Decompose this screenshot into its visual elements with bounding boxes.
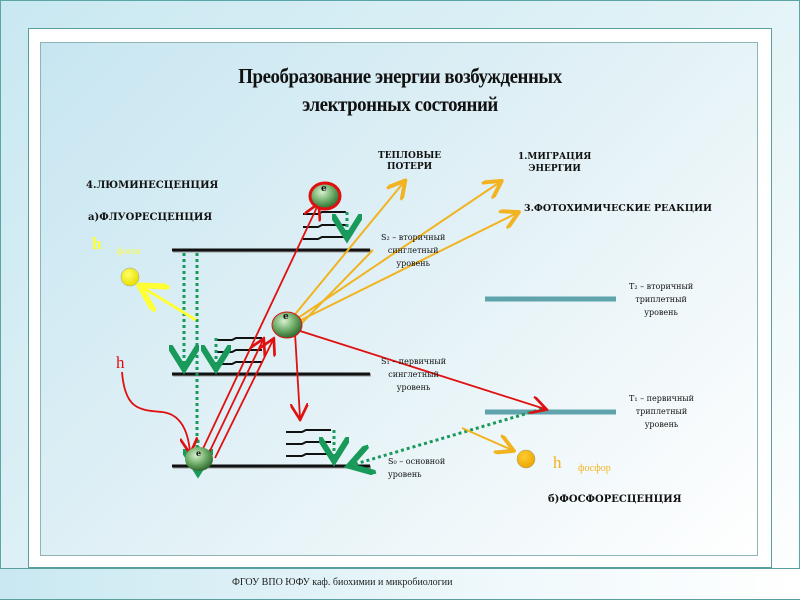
- level-s1-label: S₁ – первичный синглетный уровень: [381, 355, 446, 394]
- level-s2-label: S₂ – вторичный синглетный уровень: [381, 231, 445, 270]
- level-s2: [172, 248, 371, 253]
- absorption-h-label: h: [116, 353, 125, 372]
- heat-loss-label: ТЕПЛОВЫЕ ПОТЕРИ: [378, 151, 441, 173]
- level-s1: [172, 372, 371, 377]
- level-s2-line-3: уровень: [396, 259, 430, 268]
- level-s0-line-2: уровень: [388, 470, 422, 479]
- level-t1-line-2: триплетный: [635, 407, 688, 416]
- level-t2-line-3: уровень: [644, 308, 678, 317]
- level-t1-line-1: T₁ – первичный: [629, 394, 694, 403]
- fluorescence-photon-arrow: [142, 287, 197, 322]
- phosphorescence-photon-label: фосфор: [578, 463, 611, 474]
- level-t1-label: T₁ – первичный триплетный уровень: [629, 392, 694, 431]
- vibrational-sublevels-s2: [303, 211, 346, 240]
- migration-line-1: 1.МИГРАЦИЯ: [518, 152, 592, 162]
- fluorescence-label: а)ФЛУОРЕСЦЕНЦИЯ: [88, 212, 213, 223]
- phosphorescence-label: б)ФОСФОРЕСЦЕНЦИЯ: [548, 494, 682, 505]
- vibrational-sublevels-s1: [217, 337, 262, 365]
- fluorescence-h-label: h: [92, 234, 102, 253]
- migration-line-2: ЭНЕРГИИ: [528, 164, 581, 174]
- level-t2-label: T₂ – вторичный триплетный уровень: [629, 280, 693, 319]
- level-s1-line-2: синглетный: [388, 370, 439, 379]
- absorption-arrows: [121, 205, 545, 459]
- photochemical-reactions-label: 3.ФОТОХИМИЧЕСКИЕ РЕАКЦИИ: [524, 203, 712, 214]
- slide-footer: ФГОУ ВПО ЮФУ каф. биохимии и микробиолог…: [0, 568, 800, 600]
- energy-transfer-arrows: [291, 182, 517, 450]
- electron-s0-symbol: e: [196, 448, 202, 458]
- footer-text: ФГОУ ВПО ЮФУ каф. биохимии и микробиолог…: [232, 577, 453, 588]
- level-s2-line-2: синглетный: [387, 246, 439, 255]
- level-s2-line-1: S₂ – вторичный: [381, 233, 446, 242]
- level-t2-line-1: T₂ – вторичный: [629, 282, 694, 291]
- electron-s1-symbol: e: [283, 312, 289, 322]
- title-line-1: Преобразование энергии возбужденных: [238, 64, 562, 88]
- luminescence-label: 4.ЛЮМИНЕСЦЕНЦИЯ: [86, 180, 219, 191]
- level-s1-line-3: уровень: [396, 383, 431, 392]
- level-s1-line-1: S₁ – первичный: [381, 357, 447, 366]
- vibrational-sublevels-s0: [286, 429, 331, 457]
- level-s0-line-1: S₀ – основной: [388, 457, 446, 466]
- heat-loss-line-2: ПОТЕРИ: [386, 162, 433, 172]
- electron-s1-icon: [271, 311, 303, 339]
- title-line-2: электронных состояний: [302, 92, 498, 116]
- phosphorescence-h-label: h: [553, 453, 562, 472]
- level-s0-label: S₀ – основной уровень: [388, 455, 445, 481]
- electron-s0-icon: [185, 447, 213, 471]
- electron-s2-icon: [308, 181, 342, 211]
- energy-migration-label: 1.МИГРАЦИЯ ЭНЕРГИИ: [518, 151, 591, 175]
- phosphorescence-photon-icon: [516, 449, 536, 469]
- fluorescence-photon-label: фотон: [117, 246, 141, 256]
- electron-s2-symbol: e: [321, 184, 327, 194]
- level-t1-line-3: уровень: [644, 420, 679, 429]
- level-t2-line-2: триплетный: [635, 295, 687, 304]
- slide-title: Преобразование энергии возбужденных элек…: [40, 62, 760, 118]
- heat-loss-line-1: ТЕПЛОВЫЕ: [378, 151, 442, 161]
- fluorescence-photon-icon: [120, 267, 140, 287]
